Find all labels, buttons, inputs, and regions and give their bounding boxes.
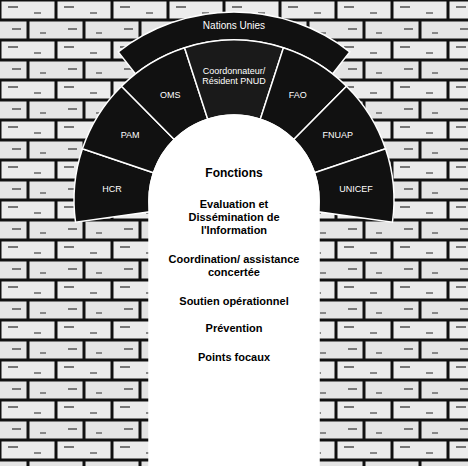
- function-item: Prévention: [206, 322, 263, 335]
- function-item: Points focaux: [198, 351, 270, 364]
- list-heading: Fonctions: [205, 167, 262, 180]
- band-label: Nations Unies: [189, 21, 279, 31]
- opening-outline: [149, 115, 319, 466]
- arch-segment-outline: [315, 149, 394, 222]
- segment-label: FNUAP: [316, 130, 360, 140]
- segment-label: PAM: [108, 130, 152, 140]
- function-item: Soutien opérationnel: [179, 295, 288, 308]
- segment-label: HCR: [90, 184, 134, 194]
- function-item: Coordination/ assistance concertée: [164, 253, 304, 279]
- segment-label: OMS: [148, 90, 192, 100]
- segment-label: Coordonnateur/ Résident PNUD: [198, 66, 270, 86]
- arch-segment: UNICEF: [312, 146, 396, 225]
- function-list: FonctionsEvaluation et Dissémination de …: [149, 167, 319, 364]
- segment-label: FAO: [276, 90, 320, 100]
- segment-label: UNICEF: [332, 184, 380, 194]
- function-item: Evaluation et Dissémination de l'Informa…: [164, 198, 304, 237]
- arch-opening: FonctionsEvaluation et Dissémination de …: [149, 115, 319, 466]
